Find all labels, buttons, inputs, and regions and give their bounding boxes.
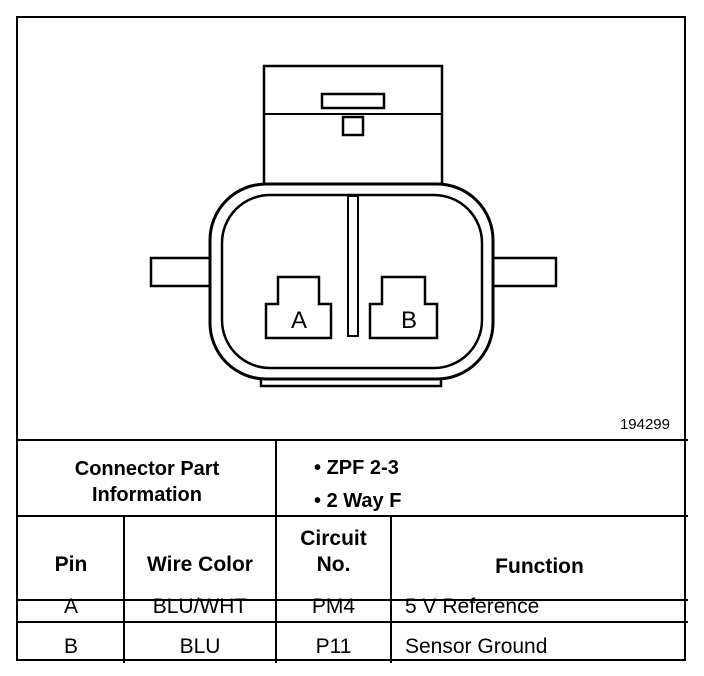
connector-diagram: A B — [18, 64, 688, 663]
part-info-value: ZPF 2-3 — [326, 457, 399, 479]
connector-sheet: A B 194299 Connector Part Information • … — [16, 16, 688, 663]
pin-label-a: A — [291, 307, 307, 334]
cell-wire-color: BLU — [179, 635, 221, 658]
cell-function: Sensor Ground — [405, 635, 548, 658]
cell-circuit: P11 — [315, 635, 352, 658]
connector-part-info-label: Connector Part Information — [74, 458, 220, 506]
cell-function: 5 V Reference — [405, 595, 540, 618]
figure-number: 194299 — [619, 416, 670, 433]
bullet-icon: • — [314, 490, 322, 512]
header-circuit-line1: Circuit — [300, 527, 367, 550]
center-divider — [347, 195, 359, 337]
cell-pin: A — [63, 595, 78, 618]
left-ear — [149, 256, 215, 288]
pin-label-b: B — [401, 307, 417, 334]
terminal-a-outline — [264, 275, 333, 340]
right-ear — [488, 256, 558, 288]
connector-shell-outer — [208, 182, 495, 381]
header-circuit-line2: No. — [316, 553, 351, 576]
header-pin: Pin — [54, 553, 88, 576]
header-function: Function — [495, 555, 584, 578]
part-info-list: • ZPF 2-3 • 2 Way F — [314, 452, 401, 518]
cell-wire-color: BLU/WHT — [152, 595, 248, 618]
part-info-value: 2 Way F — [326, 490, 402, 512]
cell-circuit: PM4 — [311, 595, 356, 618]
part-info-item: • ZPF 2-3 — [314, 452, 401, 485]
latch-tab — [320, 92, 386, 110]
terminal-b-outline — [368, 275, 439, 340]
cell-pin: B — [63, 635, 78, 658]
latch-button — [341, 115, 365, 137]
header-wire-color: Wire Color — [147, 553, 253, 576]
part-info-item: • 2 Way F — [314, 485, 401, 518]
bullet-icon: • — [314, 457, 322, 479]
